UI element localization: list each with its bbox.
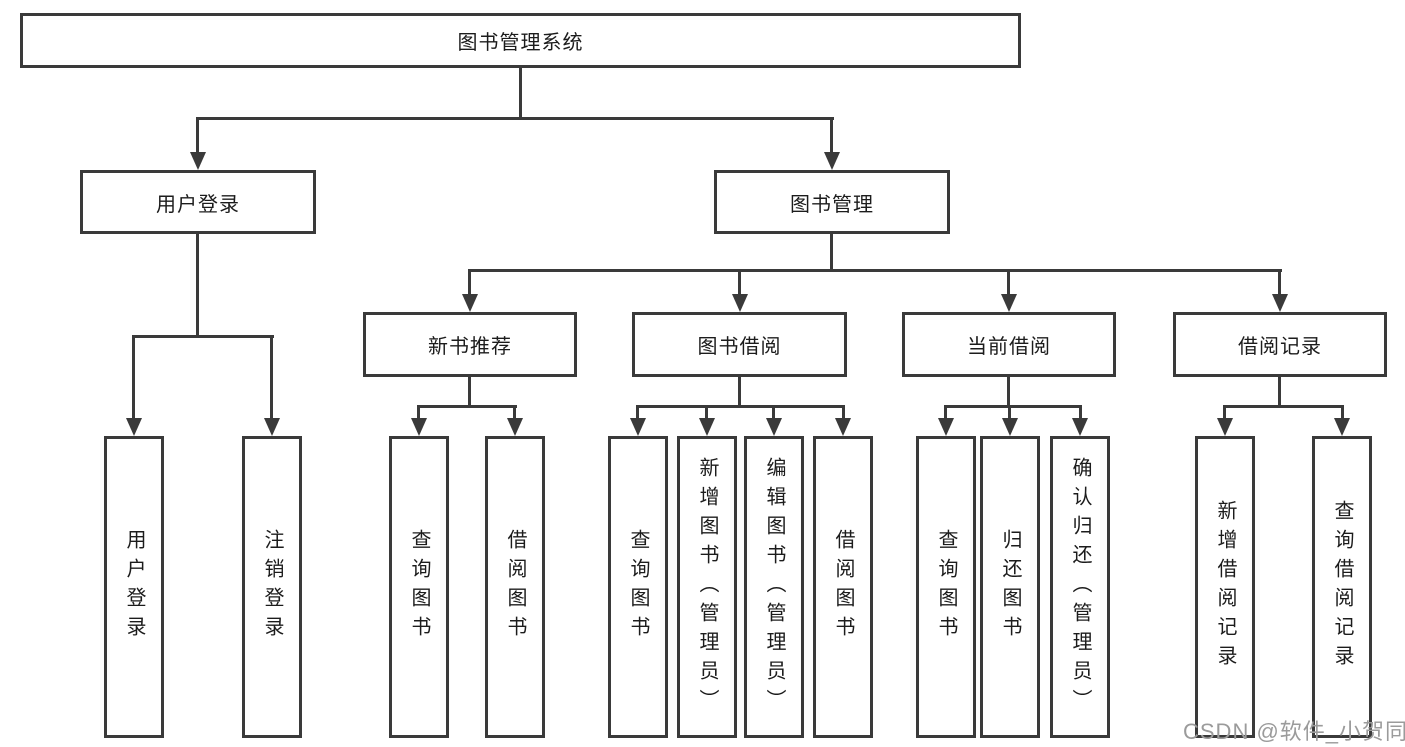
node-query-borrow-record: 查询借阅记录 [1312,436,1372,738]
node-query-books: 查询图书 [608,436,668,738]
connector-line [944,405,1082,408]
node-add-book-admin: 新增图书（管理员） [677,436,737,738]
node-book-borrowing: 图书借阅 [632,312,847,377]
arrow-down-icon [1072,418,1088,436]
connector-line [196,233,199,337]
connector-line [513,405,516,420]
arrow-down-icon [507,418,523,436]
node-add-borrow-record: 新增借阅记录 [1195,436,1255,738]
arrow-down-icon [835,418,851,436]
arrow-down-icon [766,418,782,436]
connector-line [196,117,834,120]
node-query-books: 查询图书 [916,436,976,738]
node-borrowing-records: 借阅记录 [1173,312,1387,377]
arrow-down-icon [824,152,840,170]
connector-line [1223,405,1344,408]
connector-line [132,335,135,420]
arrow-down-icon [938,418,954,436]
connector-line [468,375,471,408]
node-return-book: 归还图书 [980,436,1040,738]
node-confirm-return-admin: 确认归还（管理员） [1050,436,1110,738]
connector-line [468,269,471,296]
connector-line [270,335,273,420]
connector-line [417,405,517,408]
node-user-login: 用户登录 [80,170,316,234]
connector-line [132,335,274,338]
connector-line [830,117,833,154]
node-user-login-leaf: 用户登录 [104,436,164,738]
arrow-down-icon [1272,294,1288,312]
arrow-down-icon [462,294,478,312]
connector-line [1007,269,1010,296]
connector-line [1079,405,1082,420]
connector-line [738,375,741,408]
arrow-down-icon [1002,418,1018,436]
connector-line [1007,375,1010,408]
arrow-down-icon [1217,418,1233,436]
csdn-watermark: CSDN @软件_小贺同学 [1183,719,1405,744]
connector-line [468,269,1282,272]
connector-line [842,405,845,420]
node-borrow-book: 借阅图书 [485,436,545,738]
node-logout: 注销登录 [242,436,302,738]
connector-line [738,269,741,296]
connector-line [772,405,775,420]
arrow-down-icon [126,418,142,436]
connector-line [196,117,199,154]
connector-line [636,405,639,420]
arrow-down-icon [630,418,646,436]
connector-line [636,405,845,408]
connector-line [1278,269,1281,296]
arrow-down-icon [699,418,715,436]
connector-line [417,405,420,420]
node-query-books: 查询图书 [389,436,449,738]
connector-line [1223,405,1226,420]
connector-line [705,405,708,420]
connector-line [830,233,833,272]
connector-line [519,66,522,119]
arrow-down-icon [1334,418,1350,436]
connector-line [1278,375,1281,408]
connector-line [944,405,947,420]
node-edit-book-admin: 编辑图书（管理员） [744,436,804,738]
node-book-management: 图书管理 [714,170,950,234]
arrow-down-icon [732,294,748,312]
connector-line [1008,405,1011,420]
arrow-down-icon [190,152,206,170]
node-borrow-book: 借阅图书 [813,436,873,738]
arrow-down-icon [411,418,427,436]
node-library-management-system: 图书管理系统 [20,13,1021,68]
connector-line [1341,405,1344,420]
arrow-down-icon [1001,294,1017,312]
node-current-borrowing: 当前借阅 [902,312,1116,377]
arrow-down-icon [264,418,280,436]
node-new-book-recommend: 新书推荐 [363,312,577,377]
